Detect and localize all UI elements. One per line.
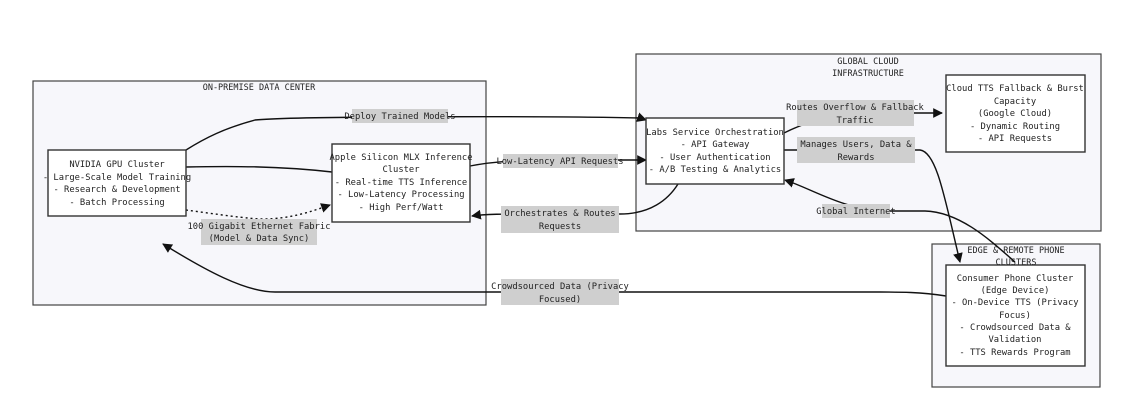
cluster-edge-title-line1: EDGE & REMOTE PHONE [967,246,1064,256]
svg-text:Labs Service Orchestration: Labs Service Orchestration [646,128,784,138]
svg-text:Validation: Validation [989,335,1042,345]
cluster-edge-title-line2: CLUSTERS [996,258,1037,268]
edge-label-fabric: 100 Gigabit Ethernet Fabric (Model & Dat… [188,219,331,245]
edge-label-orchestrates: Orchestrates & Routes Requests [501,206,619,233]
edge-label-lowlatency: Low-Latency API Requests [496,154,624,168]
node-cloud-tts: Cloud TTS Fallback & Burst Capacity (Goo… [945,74,1086,153]
edge-deploy [185,112,647,151]
node-consumer-phone: Consumer Phone Cluster (Edge Device) - O… [945,264,1086,367]
svg-text:- Real-time TTS Inference: - Real-time TTS Inference [335,178,467,188]
edge-gpu-mlx [185,165,333,173]
svg-text:Traffic: Traffic [836,116,873,126]
node-labs-orchestration: Labs Service Orchestration - API Gateway… [645,117,785,185]
svg-text:(Google Cloud): (Google Cloud) [978,109,1052,119]
svg-text:- User Authentication: - User Authentication [659,153,770,163]
svg-text:Deploy Trained Models: Deploy Trained Models [344,112,455,122]
edge-internet [784,178,1016,263]
svg-text:NVIDIA GPU Cluster: NVIDIA GPU Cluster [69,160,164,170]
svg-text:Routes Overflow & Fallback: Routes Overflow & Fallback [786,103,924,113]
cluster-cloud-title-line1: GLOBAL CLOUD [837,57,898,67]
svg-text:(Model & Data Sync): (Model & Data Sync) [209,234,310,244]
edge-label-crowd: Crowdsourced Data (Privacy Focused) [491,279,629,305]
svg-text:Capacity: Capacity [994,97,1036,107]
svg-text:- On-Device TTS (Privacy: - On-Device TTS (Privacy [951,298,1078,308]
svg-text:- Batch Processing: - Batch Processing [69,198,164,208]
svg-text:- Large-Scale Model Training: - Large-Scale Model Training [43,173,191,183]
svg-text:- Dynamic Routing: - Dynamic Routing [970,122,1060,132]
edge-label-overflow: Routes Overflow & Fallback Traffic [786,100,925,126]
svg-text:- A/B Testing & Analytics: - A/B Testing & Analytics [649,165,781,175]
edge-label-internet: Global Internet [816,204,896,218]
svg-text:Low-Latency API Requests: Low-Latency API Requests [496,157,623,167]
svg-text:(Edge Device): (Edge Device) [981,286,1050,296]
svg-text:Focus): Focus) [999,311,1031,321]
svg-text:Manages Users, Data &: Manages Users, Data & [800,140,912,150]
svg-text:Global Internet: Global Internet [816,207,895,217]
svg-text:- API Requests: - API Requests [978,134,1052,144]
svg-text:Orchestrates & Routes: Orchestrates & Routes [504,209,615,219]
node-mlx-cluster: Apple Silicon MLX Inference Cluster - Re… [330,143,473,223]
cluster-cloud-title-line2: INFRASTRUCTURE [832,69,904,79]
svg-text:- TTS Rewards Program: - TTS Rewards Program [959,348,1070,358]
svg-text:- Low-Latency Processing: - Low-Latency Processing [337,190,464,200]
edge-label-deploy: Deploy Trained Models [344,109,456,123]
svg-text:Cluster: Cluster [382,165,419,175]
svg-text:- API Gateway: - API Gateway [681,140,750,150]
cluster-onprem-title: ON-PREMISE DATA CENTER [203,83,316,93]
svg-text:Consumer Phone Cluster: Consumer Phone Cluster [957,274,1074,284]
svg-text:Requests: Requests [539,222,581,232]
edge-label-manages: Manages Users, Data & Rewards [797,137,915,163]
edge-orchestrates [471,183,679,220]
svg-text:Cloud TTS Fallback & Burst: Cloud TTS Fallback & Burst [946,84,1084,94]
svg-text:Apple Silicon MLX Inference: Apple Silicon MLX Inference [330,153,473,163]
svg-text:Focused): Focused) [539,295,581,305]
svg-text:100 Gigabit Ethernet Fabric: 100 Gigabit Ethernet Fabric [188,222,331,232]
node-gpu-cluster: NVIDIA GPU Cluster - Large-Scale Model T… [43,149,191,217]
edge-crowd [162,243,947,297]
svg-text:Crowdsourced Data (Privacy: Crowdsourced Data (Privacy [491,282,629,292]
svg-text:- Research & Development: - Research & Development [53,185,180,195]
svg-text:- High Perf/Watt: - High Perf/Watt [359,203,444,213]
svg-text:- Crowdsourced Data &: - Crowdsourced Data & [959,323,1071,333]
svg-text:Rewards: Rewards [837,153,874,163]
